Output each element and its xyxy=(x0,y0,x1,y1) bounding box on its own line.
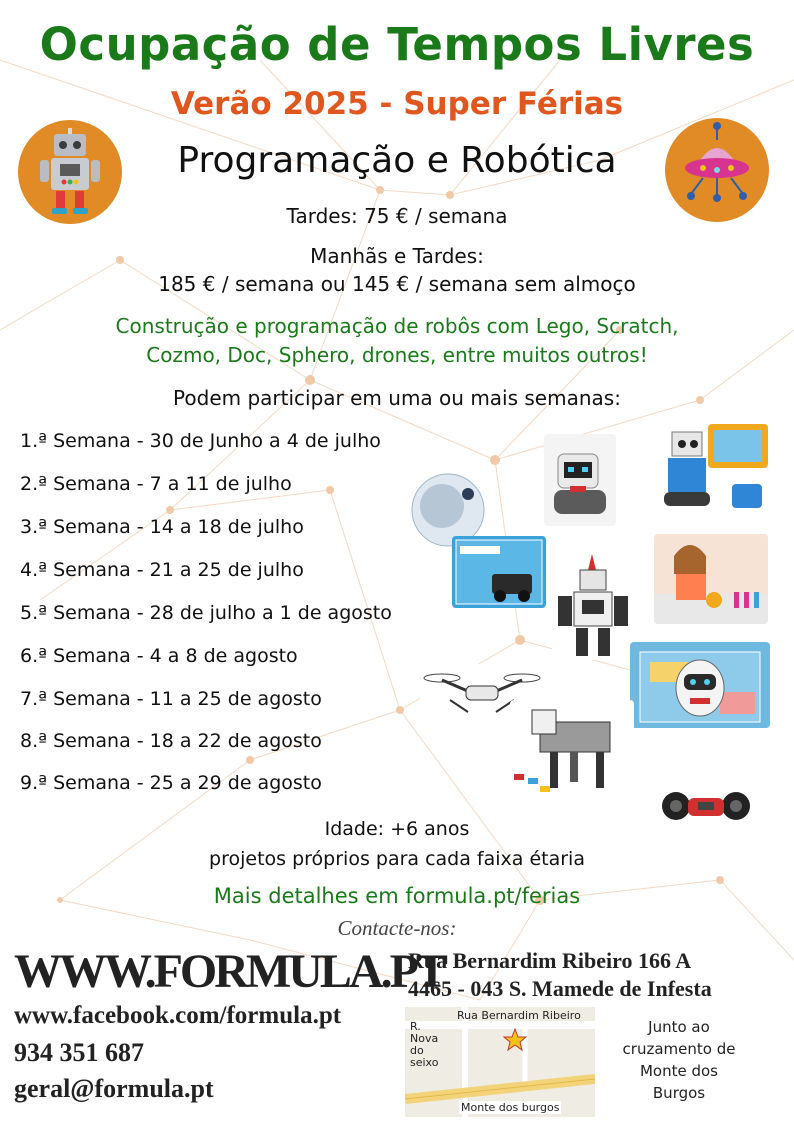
page-subtitle: Verão 2025 - Super Férias xyxy=(170,86,624,122)
website-link[interactable]: WWW.FORMULA.PT xyxy=(14,945,448,998)
age-note: projetos próprios para cada faixa étaria xyxy=(209,848,585,870)
week-item: 1.ª Semana - 30 de Junho a 4 de julho xyxy=(20,430,381,452)
week-item: 6.ª Semana - 4 a 8 de agosto xyxy=(20,645,298,667)
location-map[interactable]: Rua Bernardim Ribeiro R. Nova do seixo M… xyxy=(405,1007,595,1117)
price-full-day-label: Manhãs e Tardes: xyxy=(310,244,484,268)
age-info: Idade: +6 anos xyxy=(324,818,470,840)
jumping-drone-image xyxy=(660,774,752,834)
contact-heading: Contacte-nos: xyxy=(337,916,457,940)
address-line-1: Rua Bernardim Ribeiro 166 A xyxy=(408,948,692,973)
doc-robot-image xyxy=(630,642,770,728)
map-street-left: R. Nova do seixo xyxy=(410,1020,439,1069)
week-item: 2.ª Semana - 7 a 11 de julho xyxy=(20,473,292,495)
email-link[interactable]: geral@formula.pt xyxy=(14,1074,214,1103)
mindstorms-robot-image xyxy=(552,550,634,660)
ufo-icon xyxy=(665,118,769,222)
sphero-image xyxy=(400,470,496,548)
map-streets xyxy=(405,1007,595,1117)
week-item: 8.ª Semana - 18 a 22 de agosto xyxy=(20,730,322,752)
facebook-link[interactable]: www.facebook.com/formula.pt xyxy=(14,1002,342,1029)
page-title: Ocupação de Tempos Livres xyxy=(39,18,755,71)
robot-icon xyxy=(18,120,122,224)
week-item: 7.ª Semana - 11 a 25 de agosto xyxy=(20,688,322,710)
week-item: 3.ª Semana - 14 a 18 de julho xyxy=(20,516,304,538)
price-afternoons: Tardes: 75 € / semana xyxy=(286,204,508,228)
week-item: 4.ª Semana - 21 a 25 de julho xyxy=(20,559,304,581)
week-item: 9.ª Semana - 25 a 29 de agosto xyxy=(20,772,322,794)
phone-number[interactable]: 934 351 687 xyxy=(14,1038,144,1067)
price-full-day: 185 € / semana ou 145 € / semana sem alm… xyxy=(158,272,636,296)
week-item: 5.ª Semana - 28 de julho a 1 de agosto xyxy=(20,602,392,624)
map-street-top: Rua Bernardim Ribeiro xyxy=(457,1009,581,1022)
lego-boost-image xyxy=(656,418,770,514)
cozmo-robot-image xyxy=(544,434,616,526)
lego-animal-robot-image xyxy=(510,700,634,804)
address-line-2: 4465 - 043 S. Mamede de Infesta xyxy=(408,976,712,1001)
map-street-bottom: Monte dos burgos xyxy=(459,1101,562,1114)
location-note: Junto ao cruzamento de Monte dos Burgos xyxy=(622,1018,736,1102)
description-line-1: Construção e programação de robôs com Le… xyxy=(115,314,679,338)
robot-kit-box-image xyxy=(452,536,546,608)
weeks-heading: Podem participar em uma ou mais semanas: xyxy=(173,386,621,410)
topic-heading: Programação e Robótica xyxy=(177,140,617,181)
description-line-2: Cozmo, Doc, Sphero, drones, entre muitos… xyxy=(146,343,648,367)
details-link[interactable]: Mais detalhes em formula.pt/ferias xyxy=(213,884,581,908)
girl-playing-image xyxy=(654,534,768,624)
